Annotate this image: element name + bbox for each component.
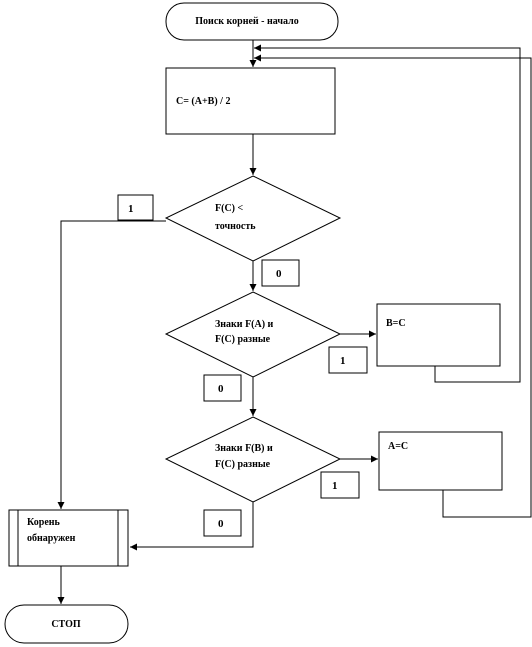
branch-labels: 1 0 1 0 1 0: [117, 194, 368, 537]
connectors: [57, 40, 532, 604]
branch-label-fa-fc-no: 0: [203, 374, 242, 402]
start-label: Поиск корней - начало: [195, 16, 298, 27]
svg-text:0: 0: [218, 518, 224, 530]
fb-fc-label-line1: Знаки F(B) и: [215, 443, 273, 454]
svg-text:0: 0: [276, 268, 282, 280]
loop-back-from-set-a: [254, 54, 532, 518]
root-found-process: Корень обнаружен: [8, 509, 129, 567]
stop-label: СТОП: [51, 619, 81, 630]
branch-label-fb-fc-no: 0: [203, 509, 242, 537]
fb-fc-decision: Знаки F(B) и F(C) разные: [164, 416, 342, 503]
stop-terminator: СТОП: [4, 604, 129, 644]
svg-text:1: 1: [128, 203, 134, 215]
set-b-process: B=C: [376, 303, 501, 367]
svg-text:1: 1: [340, 355, 346, 367]
loop-back-from-set-b: [254, 44, 521, 383]
branch-label-precision-no: 0: [261, 259, 300, 287]
set-a-process: A=C: [378, 431, 503, 491]
precision-label-line1: F(C) <: [215, 203, 243, 214]
branch-label-fa-fc-yes: 1: [328, 346, 368, 374]
fa-fc-label-line1: Знаки F(A) и: [215, 319, 274, 330]
arrow-precision-yes-to-root-found: [57, 220, 166, 509]
branch-label-precision-yes: 1: [117, 194, 154, 221]
root-found-label-line2: обнаружен: [27, 533, 76, 544]
root-found-label-line1: Корень: [27, 517, 61, 528]
branch-label-fb-fc-yes: 1: [320, 471, 360, 499]
fb-fc-label-line2: F(C) разные: [215, 459, 271, 470]
start-terminator: Поиск корней - начало: [165, 2, 339, 41]
precision-label-line2: точность: [215, 221, 256, 232]
compute-c-label: C= (A+B) / 2: [176, 96, 230, 107]
svg-text:0: 0: [218, 383, 224, 395]
fa-fc-decision: Знаки F(A) и F(C) разные: [164, 291, 342, 378]
arrow-fb-check-to-root-found: [130, 502, 254, 551]
set-a-label: A=C: [388, 441, 408, 452]
precision-decision: F(C) < точность: [164, 175, 342, 262]
set-b-label: B=C: [386, 318, 406, 329]
svg-text:1: 1: [332, 480, 338, 492]
compute-c-process: C= (A+B) / 2: [165, 67, 336, 135]
fa-fc-label-line2: F(C) разные: [215, 334, 271, 345]
